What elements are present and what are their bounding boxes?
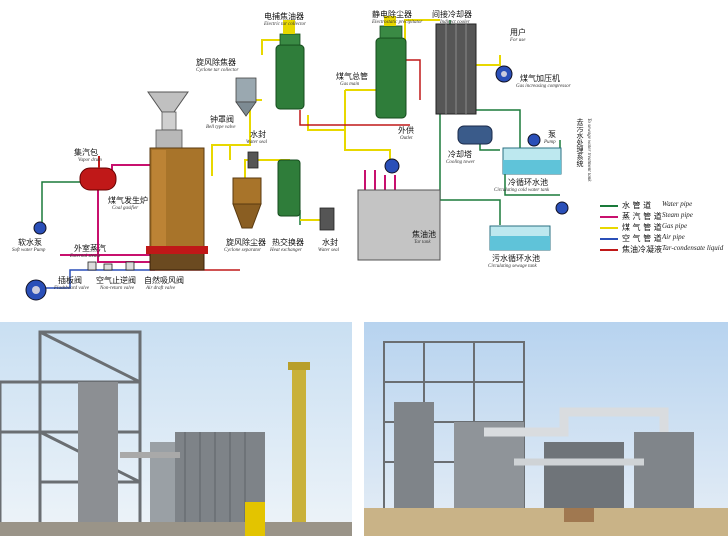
electric-tar-collector-label: 电捕焦油器 [264, 12, 304, 21]
sewage-pool-label: 污水循环水池 [492, 254, 540, 263]
air-pipes [40, 269, 155, 289]
legend-en: Water pipe [662, 200, 693, 208]
steam-drum-sublabel: Vapor drum [78, 158, 102, 163]
soft-pump-sublabel: Soft water Pump [12, 248, 46, 253]
water-seal-top [247, 151, 259, 169]
plant-photo-right [364, 322, 728, 536]
plant-photo-left-svg [0, 322, 352, 536]
sewage-pool [489, 225, 551, 251]
treatment-pump [555, 201, 569, 215]
cold-water-pool [502, 147, 562, 175]
legend-en: Steam pipe [662, 211, 693, 219]
soft-water-pump [33, 221, 47, 235]
legend-zh: 蒸 汽 管 道 [622, 212, 662, 221]
cyclone-separator [232, 177, 262, 229]
treatment-system-label: 去污水处理系统 [576, 118, 584, 167]
cold-pool-sublabel: Circulating cold water tank [494, 188, 550, 193]
legend-zh: 空 气 管 道 [622, 234, 662, 243]
plant-photo-right-svg [364, 322, 728, 536]
bell-valve-label: 钟罩阀 [210, 115, 234, 124]
indirect-cooler [435, 23, 477, 115]
legend-en: Air pipe [662, 233, 685, 241]
cyclone-collector-sublabel: Cyclone tar collector [196, 68, 239, 73]
process-flow-diagram: 电捕焦油器 Electric tar collector 静电除尘器 Elect… [12, 10, 725, 301]
cyclone-separator-label: 旋风除尘器 [226, 238, 266, 247]
heat-exchanger-sublabel: Heat exchanger [270, 248, 302, 253]
legend-row-gas: 煤 气 管 道 Gas pipe [600, 222, 725, 233]
legend-row-water: 水 管 道 Water pipe [600, 200, 725, 211]
external-steam-label: 外室蒸汽 [74, 244, 106, 253]
heat-exchanger-label: 热交换器 [272, 238, 304, 247]
legend-zh: 水 管 道 [622, 201, 652, 210]
outlet-label: 外供 [398, 126, 414, 135]
air-draft-valve-sublabel: Air draft valve [146, 286, 176, 291]
bell-valve-sublabel: Bell type valve [206, 125, 236, 130]
water-seal-bottom [319, 207, 335, 231]
gas-main-label: 煤气总管 [336, 72, 368, 81]
legend-zh: 焦油冷凝液 [622, 245, 662, 254]
steam-drum-label: 集汽包 [74, 148, 98, 157]
cyclone-separator-sublabel: Cyclone separator [224, 248, 262, 253]
steam-drum [79, 156, 117, 191]
compressor-sublabel: Gas increasing compressor [516, 84, 571, 89]
tar-tank-label: 焦油池 [412, 230, 436, 239]
coal-gasifier [146, 91, 208, 271]
electrostatic-precipitator-label: 静电除尘器 [372, 10, 412, 19]
outlet-pump [384, 158, 400, 174]
flashboard-valve-label: 插板阀 [58, 276, 82, 285]
cyclone-tar-collector [235, 77, 257, 117]
electrostatic-precipitator [375, 16, 407, 119]
non-return-valve-label: 空气止逆阀 [96, 276, 136, 285]
legend-row-air: 空 气 管 道 Air pipe [600, 233, 725, 244]
pump-sublabel: Pump [544, 140, 556, 145]
cooling-tower-label: 冷却塔 [448, 150, 472, 159]
coal-gasifier-sublabel: Coal gasifier [112, 206, 139, 211]
electrostatic-precipitator-sublabel: Electrostatic precipitator [372, 20, 423, 25]
cyclone-collector-label: 旋风除焦器 [196, 58, 236, 67]
water-seal-label: 水封 [250, 130, 266, 139]
coal-gasifier-label: 煤气发生炉 [108, 196, 148, 205]
gas-main-sublabel: Gas main [340, 82, 360, 87]
treatment-system-sublabel: To sewage water treatment tank [586, 118, 591, 182]
electric-tar-collector [275, 20, 305, 110]
sewage-pool-sublabel: Circulating sewage tank [488, 264, 537, 269]
indirect-cooler-sublabel: Indirect cooler [440, 20, 470, 25]
water-seal-sublabel: Water seal [246, 140, 268, 145]
indirect-cooler-label: 间接冷却器 [432, 10, 472, 19]
legend-en: Tar-condensate liquid [662, 244, 724, 252]
water-seal-2-sublabel: Water seal [318, 248, 340, 253]
soft-pump-label: 软水泵 [18, 238, 42, 247]
legend-zh: 煤 气 管 道 [622, 223, 662, 232]
non-return-valve-sublabel: Non-return valve [100, 286, 135, 291]
pump-label: 泵 [548, 130, 556, 139]
tar-tank-sublabel: Tar tank [414, 240, 431, 245]
cold-pool-label: 冷循环水池 [508, 178, 548, 187]
flow-diagram-svg [25, 16, 569, 301]
legend-row-tar: 焦油冷凝液 Tar-condensate liquid [600, 244, 725, 255]
legend: 水 管 道 Water pipe 蒸 汽 管 道 Steam pipe 煤 气 … [600, 200, 725, 255]
air-blower [25, 279, 47, 301]
plant-photo-left [0, 322, 352, 536]
air-draft-valve-label: 自然吸风阀 [144, 276, 184, 285]
legend-en: Gas pipe [662, 222, 688, 230]
outlet-sublabel: Outlet [400, 136, 413, 141]
cooling-tower-sublabel: Cooling tower [446, 160, 475, 165]
legend-row-steam: 蒸 汽 管 道 Steam pipe [600, 211, 725, 222]
heat-exchanger [277, 159, 301, 217]
compressor-label: 煤气加压机 [520, 74, 560, 83]
tar-tank [357, 189, 441, 261]
flashboard-valve-sublabel: Flashboard valve [54, 286, 89, 291]
water-seal-2-label: 水封 [322, 238, 338, 247]
pump [527, 133, 541, 147]
gas-compressor [495, 65, 513, 83]
external-steam-sublabel: External steam [70, 254, 101, 259]
electric-tar-collector-sublabel: Electric tar collector [264, 22, 306, 27]
user-sublabel: For use [510, 38, 526, 43]
user-label: 用户 [510, 28, 526, 37]
cooling-tower [457, 125, 493, 145]
valves [87, 261, 135, 271]
